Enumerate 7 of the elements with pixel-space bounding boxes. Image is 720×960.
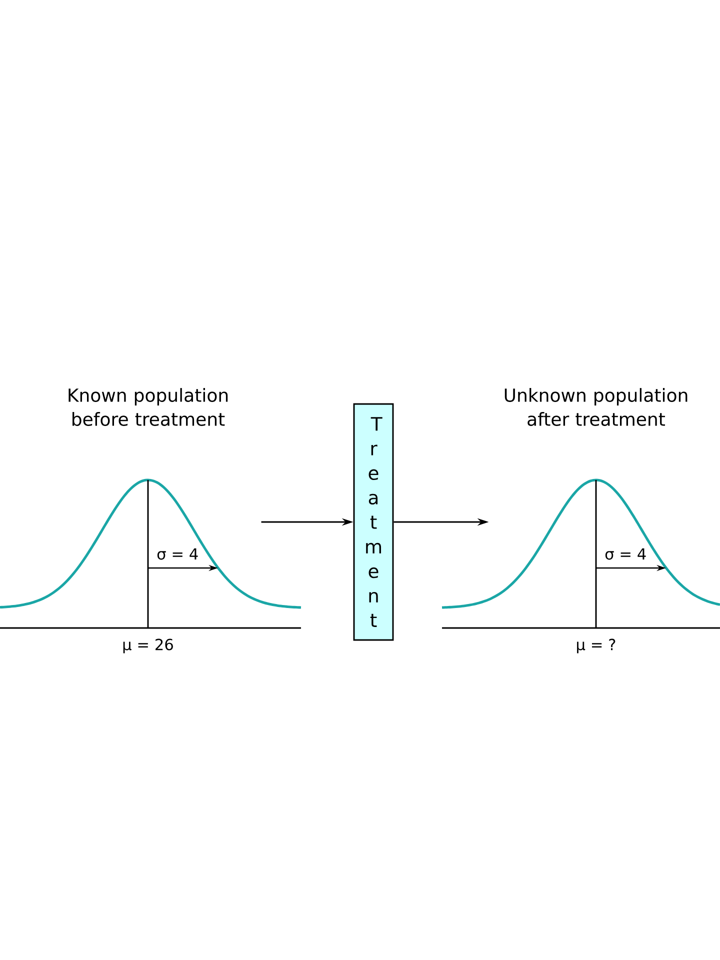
sigma-label: σ = 4	[605, 548, 646, 560]
sigma-label: σ = 4	[157, 548, 198, 560]
mean-label: μ = 26	[123, 638, 173, 654]
mean-label: μ = ?	[577, 638, 616, 654]
heading: Known population before treatment	[68, 388, 228, 426]
heading: Unknown population after treatment	[504, 388, 688, 426]
treatment-box: Treatment	[353, 403, 394, 641]
